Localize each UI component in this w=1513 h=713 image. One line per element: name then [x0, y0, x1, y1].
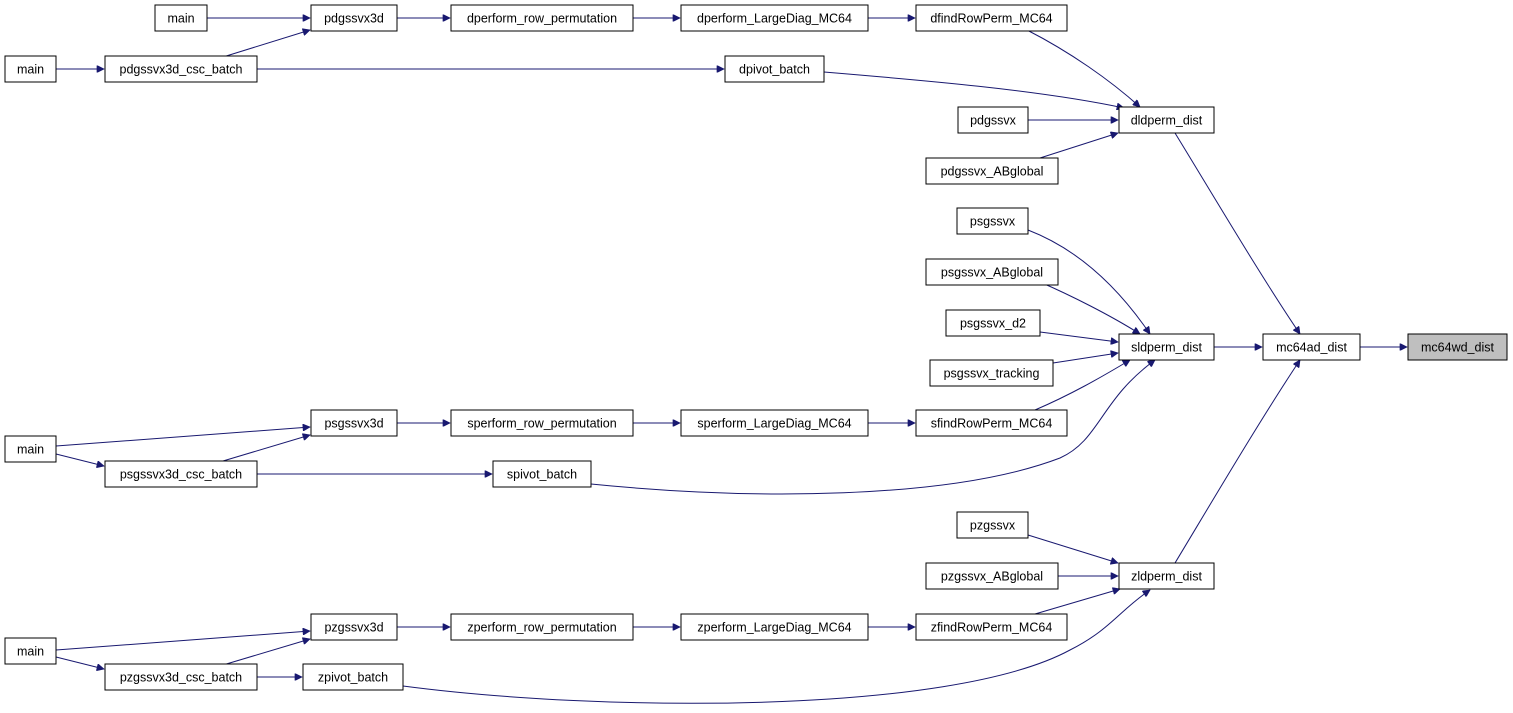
node-pdgssvx-abglobal[interactable]: pdgssvx_ABglobal — [925, 157, 1059, 185]
svg-text:sperform_row_permutation: sperform_row_permutation — [467, 417, 616, 431]
svg-text:pdgssvx: pdgssvx — [970, 114, 1017, 128]
svg-text:pdgssvx3d_csc_batch: pdgssvx3d_csc_batch — [120, 63, 243, 77]
node-zpivot-batch[interactable]: zpivot_batch — [302, 663, 404, 691]
node-sperform-largediag-mc64[interactable]: sperform_LargeDiag_MC64 — [680, 409, 869, 437]
svg-text:mc64ad_dist: mc64ad_dist — [1276, 341, 1347, 355]
edge-zfindrowperm-to-zldperm — [1034, 589, 1120, 615]
edge-spivot-batch-to-sldperm — [590, 360, 1155, 495]
node-zperform-row-permutation[interactable]: zperform_row_permutation — [450, 613, 634, 641]
svg-text:dperform_row_permutation: dperform_row_permutation — [467, 12, 617, 26]
svg-text:zpivot_batch: zpivot_batch — [318, 671, 388, 685]
node-sldperm-dist[interactable]: sldperm_dist — [1118, 333, 1215, 361]
edge-pdgssvx3d-csc-batch-to-pdgssvx3d — [222, 30, 310, 58]
edge-main-to-psgssvx3d-csc-batch — [55, 453, 104, 466]
node-sfindrowperm-mc64[interactable]: sfindRowPerm_MC64 — [915, 409, 1068, 437]
node-zfindrowperm-mc64[interactable]: zfindRowPerm_MC64 — [915, 613, 1068, 641]
node-pzgssvx-abglobal[interactable]: pzgssvx_ABglobal — [925, 562, 1059, 590]
node-pzgssvx[interactable]: pzgssvx — [956, 511, 1029, 539]
edge-psgssvx-d2-to-sldperm — [1039, 331, 1118, 342]
svg-text:pzgssvx: pzgssvx — [970, 519, 1016, 533]
node-dfindrowperm-mc64[interactable]: dfindRowPerm_MC64 — [915, 4, 1068, 32]
node-pzgssvx3d[interactable]: pzgssvx3d — [310, 613, 398, 641]
svg-text:psgssvx3d_csc_batch: psgssvx3d_csc_batch — [120, 468, 242, 482]
node-main[interactable]: main — [4, 637, 57, 665]
node-psgssvx-abglobal[interactable]: psgssvx_ABglobal — [925, 258, 1059, 286]
edge-zpivot-batch-to-zldperm — [402, 590, 1150, 704]
node-psgssvx-tracking[interactable]: psgssvx_tracking — [929, 359, 1054, 387]
edge-psgssvx-to-sldperm — [1027, 229, 1150, 334]
edge-pzgssvx3d-csc-batch-to-pzgssvx3d — [222, 639, 310, 666]
node-main[interactable]: main — [154, 4, 208, 32]
node-dldperm-dist[interactable]: dldperm_dist — [1118, 106, 1215, 134]
edge-psgssvx3d-csc-batch-to-psgssvx3d — [222, 435, 310, 462]
svg-text:mc64wd_dist: mc64wd_dist — [1421, 341, 1494, 355]
svg-text:pzgssvx3d: pzgssvx3d — [324, 621, 383, 635]
edge-pdgssvx-abglobal-to-dldperm — [1039, 133, 1118, 159]
svg-text:dfindRowPerm_MC64: dfindRowPerm_MC64 — [930, 12, 1052, 26]
node-dpivot-batch[interactable]: dpivot_batch — [724, 55, 825, 83]
svg-text:psgssvx3d: psgssvx3d — [324, 417, 383, 431]
edge-psgssvx-tracking-to-sldperm — [1052, 353, 1118, 364]
node-dperform-row-permutation[interactable]: dperform_row_permutation — [450, 4, 634, 32]
edge-dldperm-to-mc64ad — [1174, 132, 1300, 334]
svg-text:dperform_LargeDiag_MC64: dperform_LargeDiag_MC64 — [697, 12, 852, 26]
svg-text:main: main — [17, 443, 44, 457]
svg-text:sfindRowPerm_MC64: sfindRowPerm_MC64 — [931, 417, 1053, 431]
svg-text:psgssvx: psgssvx — [970, 215, 1016, 229]
svg-text:sldperm_dist: sldperm_dist — [1131, 341, 1202, 355]
edge-main-to-psgssvx3d — [55, 427, 310, 447]
svg-text:main: main — [167, 12, 194, 26]
svg-text:zperform_LargeDiag_MC64: zperform_LargeDiag_MC64 — [697, 621, 851, 635]
node-pdgssvx3d-csc-batch[interactable]: pdgssvx3d_csc_batch — [104, 55, 258, 83]
svg-text:main: main — [17, 645, 44, 659]
node-psgssvx-d2[interactable]: psgssvx_d2 — [945, 309, 1041, 337]
svg-text:pzgssvx_ABglobal: pzgssvx_ABglobal — [941, 570, 1043, 584]
svg-text:dpivot_batch: dpivot_batch — [739, 63, 810, 77]
edge-pzgssvx-to-zldperm — [1027, 534, 1118, 563]
svg-text:zldperm_dist: zldperm_dist — [1131, 570, 1202, 584]
svg-text:zfindRowPerm_MC64: zfindRowPerm_MC64 — [931, 621, 1053, 635]
edge-zldperm-to-mc64ad — [1174, 360, 1300, 564]
svg-text:psgssvx_ABglobal: psgssvx_ABglobal — [941, 266, 1043, 280]
svg-text:sperform_LargeDiag_MC64: sperform_LargeDiag_MC64 — [697, 417, 851, 431]
svg-text:spivot_batch: spivot_batch — [507, 468, 577, 482]
edge-dfindrowperm-to-dldperm — [1026, 29, 1140, 107]
node-psgssvx[interactable]: psgssvx — [956, 207, 1029, 235]
node-sperform-row-permutation[interactable]: sperform_row_permutation — [450, 409, 634, 437]
edge-dpivot-batch-to-dldperm — [823, 71, 1124, 108]
node-dperform-largediag-mc64[interactable]: dperform_LargeDiag_MC64 — [680, 4, 869, 32]
node-mc64ad-dist[interactable]: mc64ad_dist — [1262, 333, 1361, 361]
edge-main-to-pzgssvx3d — [55, 631, 310, 651]
svg-text:pdgssvx_ABglobal: pdgssvx_ABglobal — [941, 165, 1044, 179]
node-psgssvx3d[interactable]: psgssvx3d — [310, 409, 398, 437]
edge-psgssvx-abglobal-to-sldperm — [1039, 281, 1140, 335]
svg-text:main: main — [17, 63, 44, 77]
node-zperform-largediag-mc64[interactable]: zperform_LargeDiag_MC64 — [680, 613, 869, 641]
svg-text:dldperm_dist: dldperm_dist — [1131, 114, 1203, 128]
node-zldperm-dist[interactable]: zldperm_dist — [1118, 562, 1215, 590]
edge-sfindrowperm-to-sldperm — [1034, 359, 1130, 411]
svg-text:pzgssvx3d_csc_batch: pzgssvx3d_csc_batch — [120, 671, 242, 685]
node-pzgssvx3d-csc-batch[interactable]: pzgssvx3d_csc_batch — [104, 663, 258, 691]
svg-text:pdgssvx3d: pdgssvx3d — [324, 12, 384, 26]
node-pdgssvx3d[interactable]: pdgssvx3d — [310, 4, 398, 32]
node-spivot-batch[interactable]: spivot_batch — [492, 460, 592, 488]
svg-text:zperform_row_permutation: zperform_row_permutation — [467, 621, 616, 635]
svg-text:psgssvx_d2: psgssvx_d2 — [960, 317, 1026, 331]
node-pdgssvx[interactable]: pdgssvx — [957, 106, 1029, 134]
svg-text:psgssvx_tracking: psgssvx_tracking — [944, 367, 1040, 381]
node-psgssvx3d-csc-batch[interactable]: psgssvx3d_csc_batch — [104, 460, 258, 488]
node-mc64wd-dist[interactable]: mc64wd_dist — [1407, 333, 1508, 361]
node-main[interactable]: main — [4, 435, 57, 463]
node-main[interactable]: main — [4, 55, 57, 83]
edge-main-to-pzgssvx3d-csc-batch — [55, 656, 104, 669]
